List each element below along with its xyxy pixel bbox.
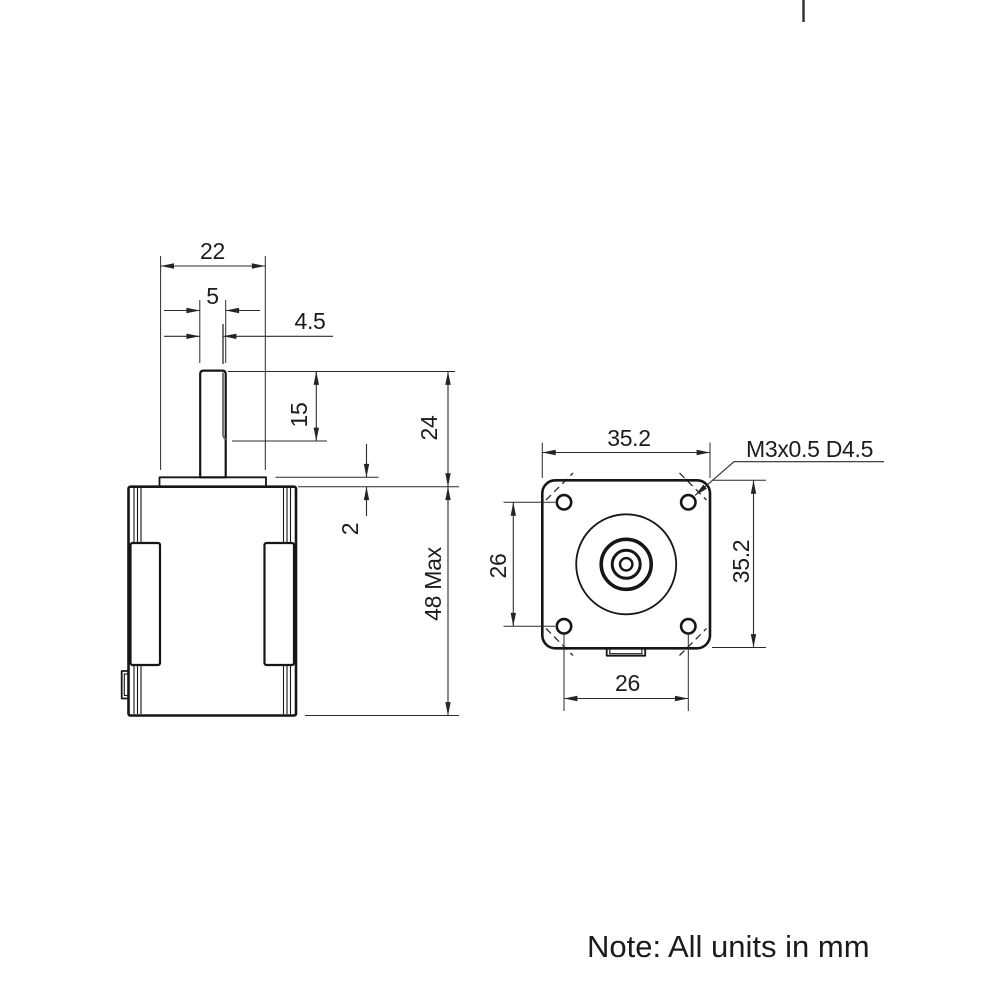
mounting-hole-callout: M3x0.5 D4.5 xyxy=(694,436,884,496)
mounting-hole-top-left xyxy=(555,493,573,511)
dim-label-shaft-flat: 4.5 xyxy=(294,308,325,334)
extension-lines xyxy=(712,479,766,648)
pilot-boss-side xyxy=(158,476,267,488)
side-view-part xyxy=(120,369,298,717)
connector-tab-side-inner xyxy=(123,673,130,697)
dim-hole-spacing-horizontal: 26 xyxy=(563,633,689,711)
stator-tab-right xyxy=(263,541,296,667)
dim-body-width: 35.2 xyxy=(541,425,711,478)
shaft-circle xyxy=(618,556,634,572)
front-view-part xyxy=(540,472,712,657)
dim-body-height: 35.2 xyxy=(712,479,766,648)
dim-flat-length: 15 xyxy=(228,371,455,442)
dim-hole-spacing-vertical: 26 xyxy=(485,501,555,627)
mounting-hole-spec-label: M3x0.5 D4.5 xyxy=(746,436,873,462)
bearing-boss-circle xyxy=(599,537,654,592)
dim-label-hole-spacing-vertical: 26 xyxy=(485,554,511,579)
dim-shaft-flat: 4.5 xyxy=(164,308,333,364)
dim-label-body-length: 48 Max xyxy=(420,546,446,620)
dim-pilot-height: 2 xyxy=(275,444,459,536)
dim-label-flat-length: 15 xyxy=(286,403,312,428)
pilot-boss-circle xyxy=(575,513,678,616)
dim-label-shaft-length: 24 xyxy=(416,415,442,440)
mounting-hole-top-right xyxy=(679,493,697,511)
dim-body-length: 48 Max xyxy=(305,486,459,716)
dim-label-pilot-height: 2 xyxy=(337,523,363,536)
stator-tab-left xyxy=(129,541,162,667)
extension-lines xyxy=(541,442,711,478)
dim-flange-width: 22 xyxy=(160,238,266,470)
mounting-hole-bottom-left xyxy=(555,617,573,635)
motor-body-side xyxy=(127,485,298,717)
connector-tab-front-inner xyxy=(609,647,643,655)
shaft-flat-line xyxy=(222,372,227,441)
shaft-collar-circle xyxy=(610,548,642,580)
extension-lines xyxy=(275,476,459,488)
front-view-dimensions: 35.2 M3x0.5 D4.5 35.2 26 xyxy=(485,425,884,711)
dim-label-body-width: 35.2 xyxy=(607,425,651,451)
side-view: 22 5 4.5 15 xyxy=(120,238,459,717)
body-corner-edge-lines xyxy=(133,488,292,714)
extension-lines xyxy=(228,371,455,442)
mounting-hole-bottom-right xyxy=(679,617,697,635)
extension-lines xyxy=(160,256,266,470)
front-view: 35.2 M3x0.5 D4.5 35.2 26 xyxy=(485,425,884,711)
dim-label-hole-spacing-horizontal: 26 xyxy=(615,670,640,696)
extension-lines xyxy=(199,300,227,363)
motor-shaft xyxy=(199,369,227,479)
dim-label-shaft-diameter: 5 xyxy=(206,283,219,309)
units-note: Note: All units in mm xyxy=(587,929,870,964)
dim-label-body-height: 35.2 xyxy=(728,540,754,584)
leader-line xyxy=(694,461,884,496)
dim-shaft-length: 24 xyxy=(416,371,451,487)
dim-label-flange-width: 22 xyxy=(200,238,225,264)
dim-shaft-diameter: 5 xyxy=(164,283,260,363)
side-view-dimensions: 22 5 4.5 15 xyxy=(160,238,459,716)
